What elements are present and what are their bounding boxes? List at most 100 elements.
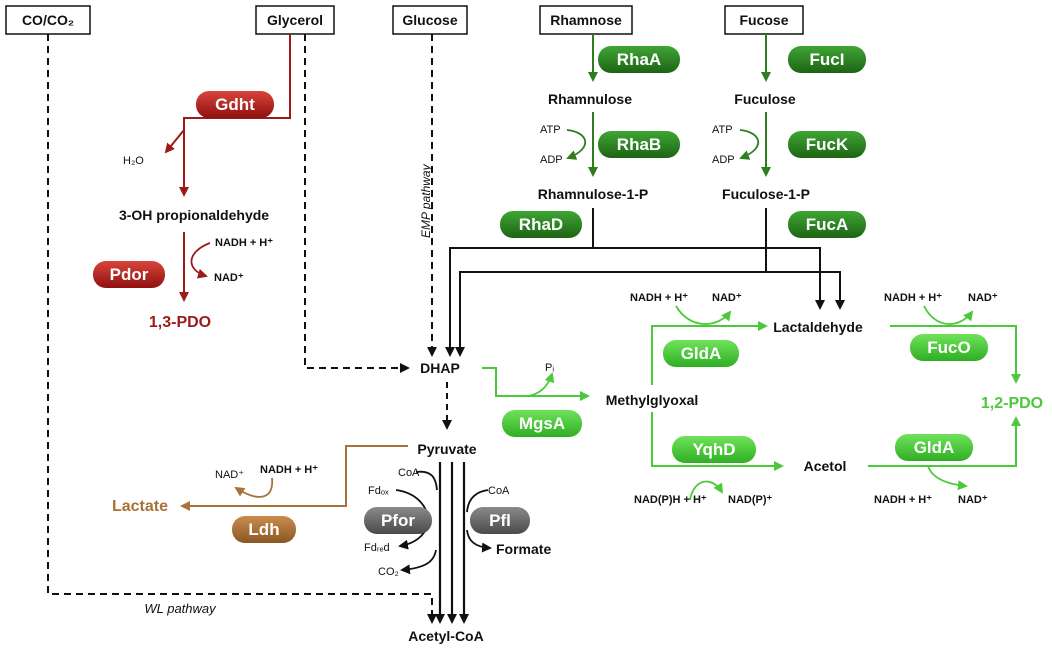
source-box-glycerol: Glycerol: [255, 5, 335, 35]
arrow-acetol-to-12pdo: [868, 416, 1021, 467]
arrow-lactaldehyde-to-12pdo: [890, 325, 1021, 384]
enzyme-pill-fucK: FucK: [788, 131, 866, 158]
source-label-fucose: Fucose: [739, 12, 788, 28]
enzyme-label-fucO: FucO: [927, 338, 970, 357]
source-box-fucose: Fucose: [724, 5, 804, 35]
label-co2: CO₂: [378, 566, 399, 578]
arrow-glycerol-to-dhap: [304, 34, 410, 373]
arrow-co2-release: [400, 549, 437, 575]
enzyme-pill-gdht: Gdht: [196, 91, 274, 118]
arrow-formate-release: [466, 529, 492, 553]
label-pdor-nad: NAD⁺: [214, 272, 244, 284]
source-box-rhamnose: Rhamnose: [539, 5, 633, 35]
arrow-h2o-release: [164, 129, 185, 154]
label-coa-left: CoA: [398, 467, 420, 479]
label-fuck-adp: ADP: [712, 154, 735, 166]
arrow-methylglyoxal-to-acetol: [651, 412, 784, 471]
source-box-glucose: Glucose: [392, 5, 468, 35]
label-yqhd-nadp: NAD(P)⁺: [728, 494, 772, 506]
arrow-coa-into-pfor: [415, 470, 438, 491]
label-h2o: H₂O: [123, 155, 144, 167]
label-fd-ox: Fdₒₓ: [368, 485, 389, 497]
enzyme-label-mgsA: MgsA: [519, 414, 565, 433]
arrow-pi-release: [527, 372, 555, 397]
central-network: [47, 34, 845, 624]
arrow-coa-into-pfl: [466, 489, 489, 513]
enzyme-label-fucI: FucI: [810, 50, 845, 69]
label-rhab-atp: ATP: [540, 124, 561, 136]
label-acetyl-coa: Acetyl-CoA: [408, 628, 483, 644]
arrow-fuculose1p-to-lactaldehyde: [766, 271, 845, 310]
label-3oh-propionaldehyde: 3-OH propionaldehyde: [119, 207, 269, 223]
enzyme-pill-mgsA: MgsA: [502, 410, 582, 437]
enzyme-label-fucA: FucA: [806, 215, 849, 234]
arrow-rhamnulose1p-to-lactaldehyde: [593, 247, 825, 310]
source-box-co-co2: CO/CO₂: [5, 5, 91, 35]
enzyme-label-pdor: Pdor: [110, 265, 149, 284]
label-emp-pathway: EMP pathway: [419, 163, 433, 238]
enzyme-pill-rhaA: RhaA: [598, 46, 680, 73]
methylglyoxal-branch: [482, 305, 1021, 501]
arrow-pyruvate-to-lactate: [180, 445, 408, 511]
enzyme-pill-yqhD: YqhD: [672, 436, 756, 463]
label-yqhd-nadph: NAD(P)H + H⁺: [634, 494, 707, 506]
source-label-glycerol: Glycerol: [267, 12, 323, 28]
label-13-pdo: 1,3-PDO: [149, 314, 211, 331]
enzyme-label-rhaD: RhaD: [519, 215, 563, 234]
arrow-rhamnulose1p-to-dhap: [445, 208, 594, 357]
arrow-glda-top-cofactor: [675, 305, 732, 325]
arrow-methylglyoxal-to-lactaldehyde: [651, 321, 768, 385]
label-coa-right: CoA: [488, 485, 510, 497]
lactate-branch: [180, 445, 408, 511]
label-acetol: Acetol: [804, 458, 847, 474]
label-fuculose-1p: Fuculose-1-P: [722, 186, 810, 202]
label-ldh-nadh: NADH + H⁺: [260, 464, 318, 476]
arrow-ldh-cofactor: [234, 477, 273, 498]
enzyme-label-ldh: Ldh: [248, 520, 279, 539]
label-dhap: DHAP: [420, 360, 460, 376]
enzyme-label-gldA-bottom: GldA: [914, 438, 955, 457]
arrow-wl-pathway-to-acetylcoa: [47, 34, 437, 624]
arrow-pdor-cofactor: [190, 242, 211, 279]
enzyme-label-yqhD: YqhD: [692, 440, 735, 459]
label-glda-bottom-nadh: NADH + H⁺: [874, 494, 932, 506]
source-label-co-co2: CO/CO₂: [22, 12, 74, 28]
glycerol-branch: [164, 34, 291, 302]
label-rhab-adp: ADP: [540, 154, 563, 166]
label-pyruvate: Pyruvate: [417, 441, 476, 457]
enzyme-label-gdht: Gdht: [215, 95, 255, 114]
enzyme-pill-rhaB: RhaB: [598, 131, 680, 158]
enzyme-pill-ldh: Ldh: [232, 516, 296, 543]
enzyme-pill-pfl: Pfl: [470, 507, 530, 534]
label-fuco-nad: NAD⁺: [968, 292, 998, 304]
enzyme-pill-gldA-bottom: GldA: [895, 434, 973, 461]
arrow-rhab-cofactor: [566, 129, 587, 160]
enzyme-pill-rhaD: RhaD: [500, 211, 582, 238]
enzyme-pill-pfor: Pfor: [364, 507, 432, 534]
label-ldh-nad: NAD⁺: [215, 469, 244, 481]
arrow-fuck-cofactor: [739, 129, 760, 160]
label-methylglyoxal: Methylglyoxal: [606, 392, 699, 408]
arrow-fuculose1p-to-dhap: [455, 208, 767, 357]
enzyme-label-rhaB: RhaB: [617, 135, 661, 154]
enzyme-pill-fucA: FucA: [788, 211, 866, 238]
enzyme-pill-pdor: Pdor: [93, 261, 165, 288]
enzyme-label-pfl: Pfl: [489, 511, 511, 530]
arrow-fuco-cofactor: [923, 305, 974, 325]
label-rhamnulose: Rhamnulose: [548, 91, 632, 107]
label-12-pdo: 1,2-PDO: [981, 395, 1043, 412]
enzyme-label-pfor: Pfor: [381, 511, 415, 530]
label-formate: Formate: [496, 541, 551, 557]
label-lactate: Lactate: [112, 498, 168, 515]
source-label-glucose: Glucose: [402, 12, 457, 28]
label-fd-red: Fdᵣₑd: [364, 542, 390, 554]
arrow-glda-bottom-cofactor: [927, 465, 968, 491]
label-wl-pathway: WL pathway: [144, 601, 217, 616]
enzyme-pill-fucO: FucO: [910, 334, 988, 361]
enzyme-label-fucK: FucK: [806, 135, 849, 154]
source-label-rhamnose: Rhamnose: [550, 12, 622, 28]
label-glda-top-nad: NAD⁺: [712, 292, 742, 304]
label-fuck-atp: ATP: [712, 124, 733, 136]
label-fuco-nadh: NADH + H⁺: [884, 292, 942, 304]
label-lactaldehyde: Lactaldehyde: [773, 319, 863, 335]
